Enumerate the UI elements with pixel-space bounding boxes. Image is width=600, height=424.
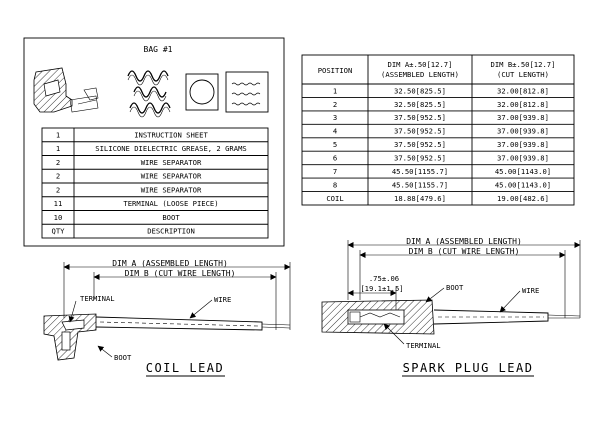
grease-packet-illustration xyxy=(185,73,219,111)
parts-qty-cell: 2 xyxy=(56,185,60,194)
parts-qty-cell: 1 xyxy=(56,130,60,139)
dim-b-cell: 37.00[939.8] xyxy=(497,127,549,136)
coil-dim-a-label: DIM A (ASSEMBLED LENGTH) xyxy=(112,259,228,268)
spark-plug-lead-title: SPARK PLUG LEAD xyxy=(403,361,534,375)
spark-terminal-label: TERMINAL xyxy=(406,341,441,350)
col-dim-a-subheader: (ASSEMBLED LENGTH) xyxy=(381,70,459,79)
coil-terminal-label: TERMINAL xyxy=(80,294,115,303)
dim-position-cell: 1 xyxy=(333,86,337,95)
parts-description-cell: BOOT xyxy=(162,213,180,222)
dimension-table: POSITION DIM A±.50[12.7] (ASSEMBLED LENG… xyxy=(301,54,575,206)
dim-position-cell: 7 xyxy=(333,167,337,176)
spark-strip-length-mm: [19.1±1.5] xyxy=(360,284,403,293)
parts-description-cell: WIRE SEPARATOR xyxy=(141,158,202,167)
parts-qty-cell: 11 xyxy=(54,199,63,208)
spark-boot-label: BOOT xyxy=(446,283,464,292)
col-dim-b-header: DIM B±.50[12.7] xyxy=(491,60,556,69)
instruction-sheet-illustration xyxy=(225,71,269,113)
bag-title: BAG #1 xyxy=(144,45,173,54)
spark-wire-shape xyxy=(433,309,549,325)
dim-position-cell: 5 xyxy=(333,140,337,149)
parts-qty-cell: 1 xyxy=(56,144,60,153)
dim-b-cell: 32.00[812.8] xyxy=(497,86,549,95)
parts-qty-cell: 10 xyxy=(54,213,63,222)
spark-dim-b-label: DIM B (CUT WIRE LENGTH) xyxy=(409,247,520,256)
dim-position-cell: 4 xyxy=(333,127,337,136)
col-dim-a-header: DIM A±.50[12.7] xyxy=(388,60,453,69)
dim-a-cell: 45.50[1155.7] xyxy=(392,180,448,189)
parts-description-cell: SILICONE DIELECTRIC GREASE, 2 GRAMS xyxy=(95,144,246,153)
parts-description-cell: DESCRIPTION xyxy=(147,227,195,236)
dim-b-cell: 37.00[939.8] xyxy=(497,140,549,149)
parts-qty-cell: 2 xyxy=(56,158,60,167)
dim-b-cell: 32.00[812.8] xyxy=(497,100,549,109)
dim-a-cell: 45.50[1155.7] xyxy=(392,167,448,176)
dim-a-cell: 18.88[479.6] xyxy=(394,194,446,203)
dim-b-cell: 19.00[482.6] xyxy=(497,194,549,203)
parts-description-cell: INSTRUCTION SHEET xyxy=(134,130,208,139)
parts-qty-cell: 2 xyxy=(56,172,60,181)
dim-position-cell: 6 xyxy=(333,154,337,163)
bag-kit-panel: BAG #1 xyxy=(23,37,285,247)
bag-frame xyxy=(23,37,285,247)
dim-a-cell: 32.50[825.5] xyxy=(394,86,446,95)
spark-wire-label: WIRE xyxy=(522,286,539,295)
coil-lead-drawing: DIM A (ASSEMBLED LENGTH) DIM B (CUT WIRE… xyxy=(43,259,291,377)
dim-a-cell: 37.50[952.5] xyxy=(394,154,446,163)
coil-wire-shape xyxy=(95,316,263,331)
dim-b-cell: 37.00[939.8] xyxy=(497,113,549,122)
dim-b-cell: 45.00[1143.0] xyxy=(495,167,551,176)
wire-separator-illustrations xyxy=(127,70,171,118)
spark-plug-lead-drawing: DIM A (ASSEMBLED LENGTH) DIM B (CUT WIRE… xyxy=(321,237,581,377)
coil-wire-label: WIRE xyxy=(214,295,231,304)
dim-a-cell: 37.50[952.5] xyxy=(394,127,446,136)
boot-illustration xyxy=(33,67,99,113)
spark-dim-a-label: DIM A (ASSEMBLED LENGTH) xyxy=(406,237,522,246)
parts-description-cell: WIRE SEPARATOR xyxy=(141,172,202,181)
col-dim-b-subheader: (CUT LENGTH) xyxy=(497,70,549,79)
coil-lead-title: COIL LEAD xyxy=(146,361,225,375)
coil-boot-label: BOOT xyxy=(114,353,132,362)
dim-position-cell: COIL xyxy=(326,194,343,203)
dim-b-cell: 45.00[1143.0] xyxy=(495,180,551,189)
parts-description-cell: WIRE SEPARATOR xyxy=(141,185,202,194)
dim-b-cell: 37.00[939.8] xyxy=(497,154,549,163)
spark-strip-length: .75±.06 xyxy=(369,274,399,283)
dim-a-cell: 37.50[952.5] xyxy=(394,113,446,122)
dim-position-cell: 3 xyxy=(333,113,337,122)
dim-a-cell: 32.50[825.5] xyxy=(394,100,446,109)
dim-position-cell: 8 xyxy=(333,180,337,189)
coil-dim-b-label: DIM B (CUT WIRE LENGTH) xyxy=(125,269,236,278)
col-position-header: POSITION xyxy=(318,66,353,75)
dim-a-cell: 37.50[952.5] xyxy=(394,140,446,149)
dim-position-cell: 2 xyxy=(333,100,337,109)
parts-description-cell: TERMINAL (LOOSE PIECE) xyxy=(123,199,218,208)
parts-qty-cell: QTY xyxy=(52,227,66,236)
